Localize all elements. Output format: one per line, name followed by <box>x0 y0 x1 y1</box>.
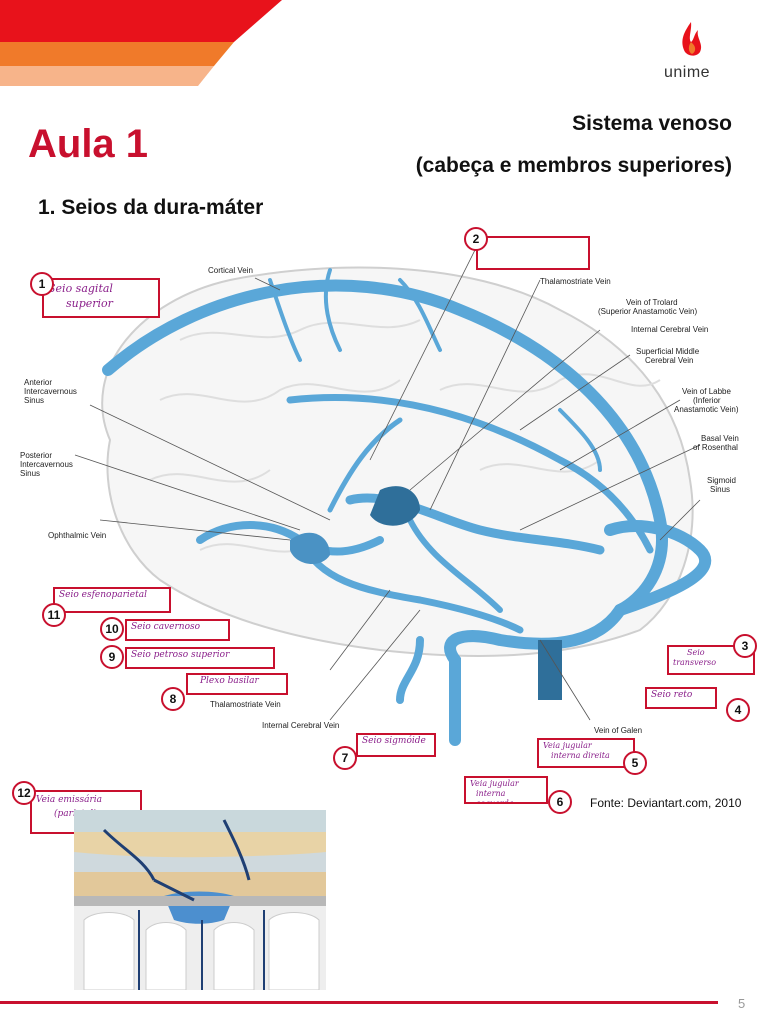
label-vein-of-labbe-2: (Inferior <box>693 396 721 405</box>
annotation-box-10: Seio cavernoso <box>125 619 230 641</box>
venous-diagram <box>74 239 712 746</box>
badge-5: 5 <box>623 751 647 775</box>
subtitle-line-1: Sistema venoso <box>572 112 732 135</box>
annotation-6-line1: Veia jugular <box>470 779 519 788</box>
annotation-box-11: Seio esfenoparietal <box>53 587 171 613</box>
annotation-5-line1: Veia jugular <box>543 741 592 750</box>
annotation-box-7: Seio sigmóide <box>356 733 436 757</box>
annotation-9-line1: Seio petroso superior <box>131 650 230 660</box>
label-posterior-intercavernous-2: Intercavernous <box>20 460 73 469</box>
badge-3: 3 <box>733 634 757 658</box>
footer-line <box>0 1001 718 1004</box>
annotation-box-6: Veia jugular interna esquerda <box>464 776 548 804</box>
badge-4: 4 <box>726 698 750 722</box>
annotation-box-1: Seio sagital superior <box>42 278 160 318</box>
annotation-box-8: Plexo basilar <box>186 673 288 695</box>
annotation-7-line1: Seio sigmóide <box>362 736 426 746</box>
vein-of-galen-confluence <box>370 486 420 526</box>
label-vein-of-labbe-3: Anastamotic Vein) <box>674 405 739 414</box>
label-cortical-vein: Cortical Vein <box>208 266 253 275</box>
badge-2: 2 <box>464 227 488 251</box>
label-anterior-intercavernous-2: Intercavernous <box>24 387 77 396</box>
subtitle-line-2: (cabeça e membros superiores) <box>415 154 732 177</box>
label-internal-cerebral-top: Internal Cerebral Vein <box>631 325 709 334</box>
transverse-sinus <box>604 520 712 616</box>
annotation-box-5: Veia jugular interna direita <box>537 738 635 768</box>
leader-lines <box>74 239 701 721</box>
label-superficial-middle-2: Cerebral Vein <box>645 356 694 365</box>
annotation-3-line2: transverso <box>673 658 717 667</box>
label-basal-vein: Basal Vein <box>701 434 739 443</box>
badge-6: 6 <box>548 790 572 814</box>
annotation-12-line1: Veia emissária <box>36 795 102 805</box>
emissary-vein-illustration <box>74 810 326 990</box>
label-anterior-intercavernous: Anterior <box>24 378 53 387</box>
annotation-box-4: Seio reto <box>645 687 717 709</box>
label-internal-cerebral-bottom: Internal Cerebral Vein <box>262 721 340 730</box>
page-title: Aula 1 <box>28 122 149 166</box>
badge-7: 7 <box>333 746 357 770</box>
annotation-4-line1: Seio reto <box>651 690 693 700</box>
label-posterior-intercavernous: Posterior <box>20 451 53 460</box>
badge-1: 1 <box>30 272 54 296</box>
cavernous-sinus <box>290 532 330 565</box>
annotation-8-line1: Plexo basilar <box>200 676 259 686</box>
label-sigmoid: Sigmoid <box>707 476 736 485</box>
label-vein-of-trolard: Vein of Trolard <box>626 298 678 307</box>
label-superficial-middle: Superficial Middle <box>636 347 700 356</box>
label-anterior-intercavernous-3: Sinus <box>24 396 45 405</box>
badge-8: 8 <box>161 687 185 711</box>
annotation-1-line2: superior <box>66 297 113 310</box>
label-vein-of-trolard-sub: (Superior Anastamotic Vein) <box>598 307 698 316</box>
label-sigmoid-2: Sinus <box>710 485 731 494</box>
header-decoration <box>0 0 282 86</box>
label-ophthalmic: Ophthalmic Vein <box>48 531 107 540</box>
annotation-10-line1: Seio cavernoso <box>131 622 201 632</box>
page-number: 5 <box>738 996 746 1011</box>
sigmoid-sinus <box>444 604 626 746</box>
brain-outline <box>101 266 694 657</box>
label-thalamostriate-bottom: Thalamostriate Vein <box>210 700 281 709</box>
label-vein-of-labbe: Vein of Labbe <box>682 387 731 396</box>
badge-10: 10 <box>100 617 124 641</box>
annotation-6-line2: interna esquerda <box>476 789 514 804</box>
logo-text: unime <box>664 64 711 81</box>
badge-11: 11 <box>42 603 66 627</box>
label-basal-vein-2: of Rosenthal <box>693 443 738 452</box>
superior-sagittal-sinus <box>102 279 668 616</box>
badge-12: 12 <box>12 781 36 805</box>
annotation-box-9: Seio petroso superior <box>125 647 275 669</box>
annotation-5-line2: interna direita <box>551 751 610 760</box>
internal-jugular-right <box>538 640 562 700</box>
annotation-1-line1: Seio sagital <box>48 282 113 295</box>
unime-logo-icon <box>682 22 702 56</box>
label-thalamostriate-top: Thalamostriate Vein <box>540 277 611 286</box>
annotation-box-2 <box>476 236 590 270</box>
annotation-11-line1: Seio esfenoparietal <box>59 590 147 600</box>
source-caption: Fonte: Deviantart.com, 2010 <box>590 796 742 810</box>
annotation-3-line1: Seio <box>687 648 705 657</box>
section-heading: 1. Seios da dura-máter <box>38 196 264 219</box>
badge-9: 9 <box>100 645 124 669</box>
label-posterior-intercavernous-3: Sinus <box>20 469 41 478</box>
label-vein-of-galen: Vein of Galen <box>594 726 643 735</box>
